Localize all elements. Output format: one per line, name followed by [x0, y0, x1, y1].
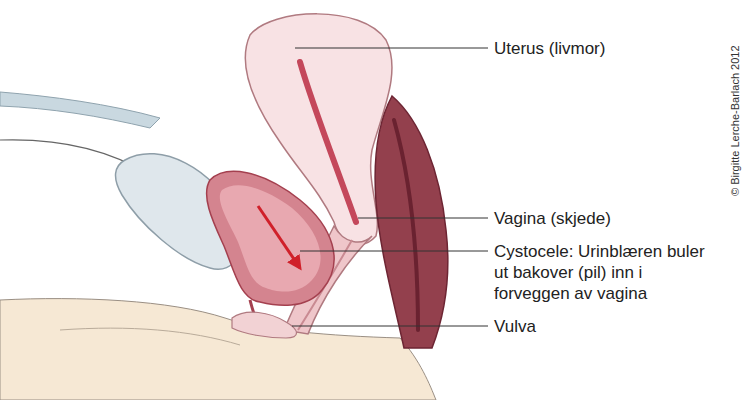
- copyright-note: © Birgitte Lerche-Barlach 2012: [729, 45, 742, 196]
- part-label: Vagina (skjede): [494, 208, 729, 229]
- part-label: Cystocele: Urinblæren buler ut bakover (…: [494, 241, 720, 304]
- abdominal-wall: [0, 92, 160, 128]
- thigh-ground: [0, 299, 436, 400]
- rectum: [375, 96, 448, 348]
- vulva: [232, 312, 297, 338]
- leader-line: [300, 251, 488, 252]
- part-label: Uterus (livmor): [494, 38, 729, 59]
- leader-line: [295, 48, 488, 49]
- uterine-cavity: [300, 62, 356, 222]
- rectal-lumen: [394, 120, 418, 330]
- leader-line: [292, 326, 488, 327]
- prolapse-arrow: [258, 206, 300, 268]
- skin-fold: [60, 328, 240, 345]
- bladder-interior: [220, 185, 321, 291]
- leader-line: [358, 218, 488, 219]
- bladder: [207, 171, 335, 305]
- part-label: Vulva: [494, 316, 729, 337]
